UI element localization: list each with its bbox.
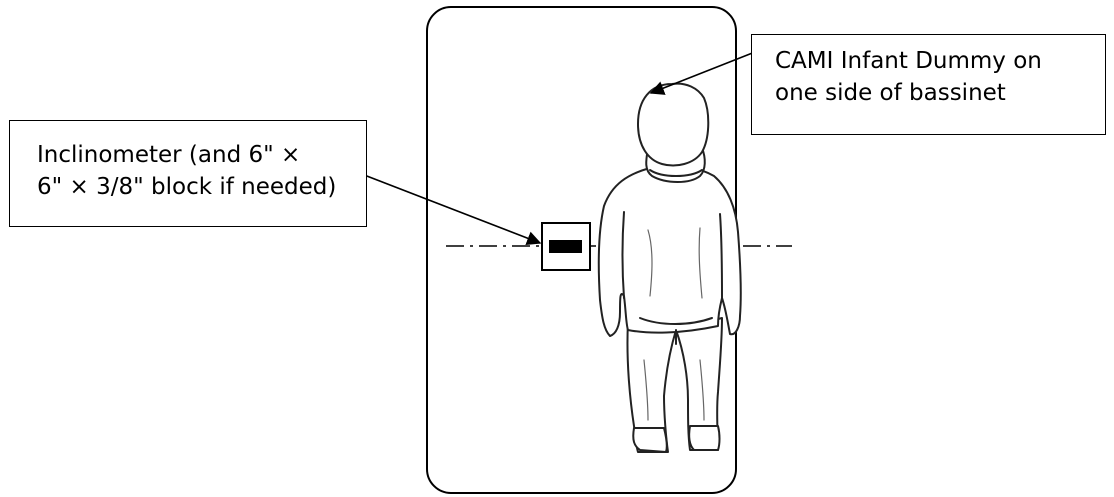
- dummy-leader-arrow: [649, 49, 761, 95]
- inclinometer-callout-line-1: Inclinometer (and 6" ×: [37, 142, 301, 168]
- inclinometer-callout: Inclinometer (and 6" × 6" × 3/8" block i…: [9, 120, 367, 227]
- dummy-callout-line-2: one side of bassinet: [775, 80, 1006, 106]
- inclinometer: [541, 222, 591, 271]
- dummy-callout-line-1: CAMI Infant Dummy on: [775, 48, 1042, 74]
- inclinometer-leader-arrow: [345, 167, 542, 246]
- inclinometer-callout-line-2: 6" × 3/8" block if needed): [37, 174, 337, 200]
- infant-dummy-sketch: [597, 82, 742, 453]
- dummy-callout: CAMI Infant Dummy on one side of bassine…: [751, 34, 1106, 135]
